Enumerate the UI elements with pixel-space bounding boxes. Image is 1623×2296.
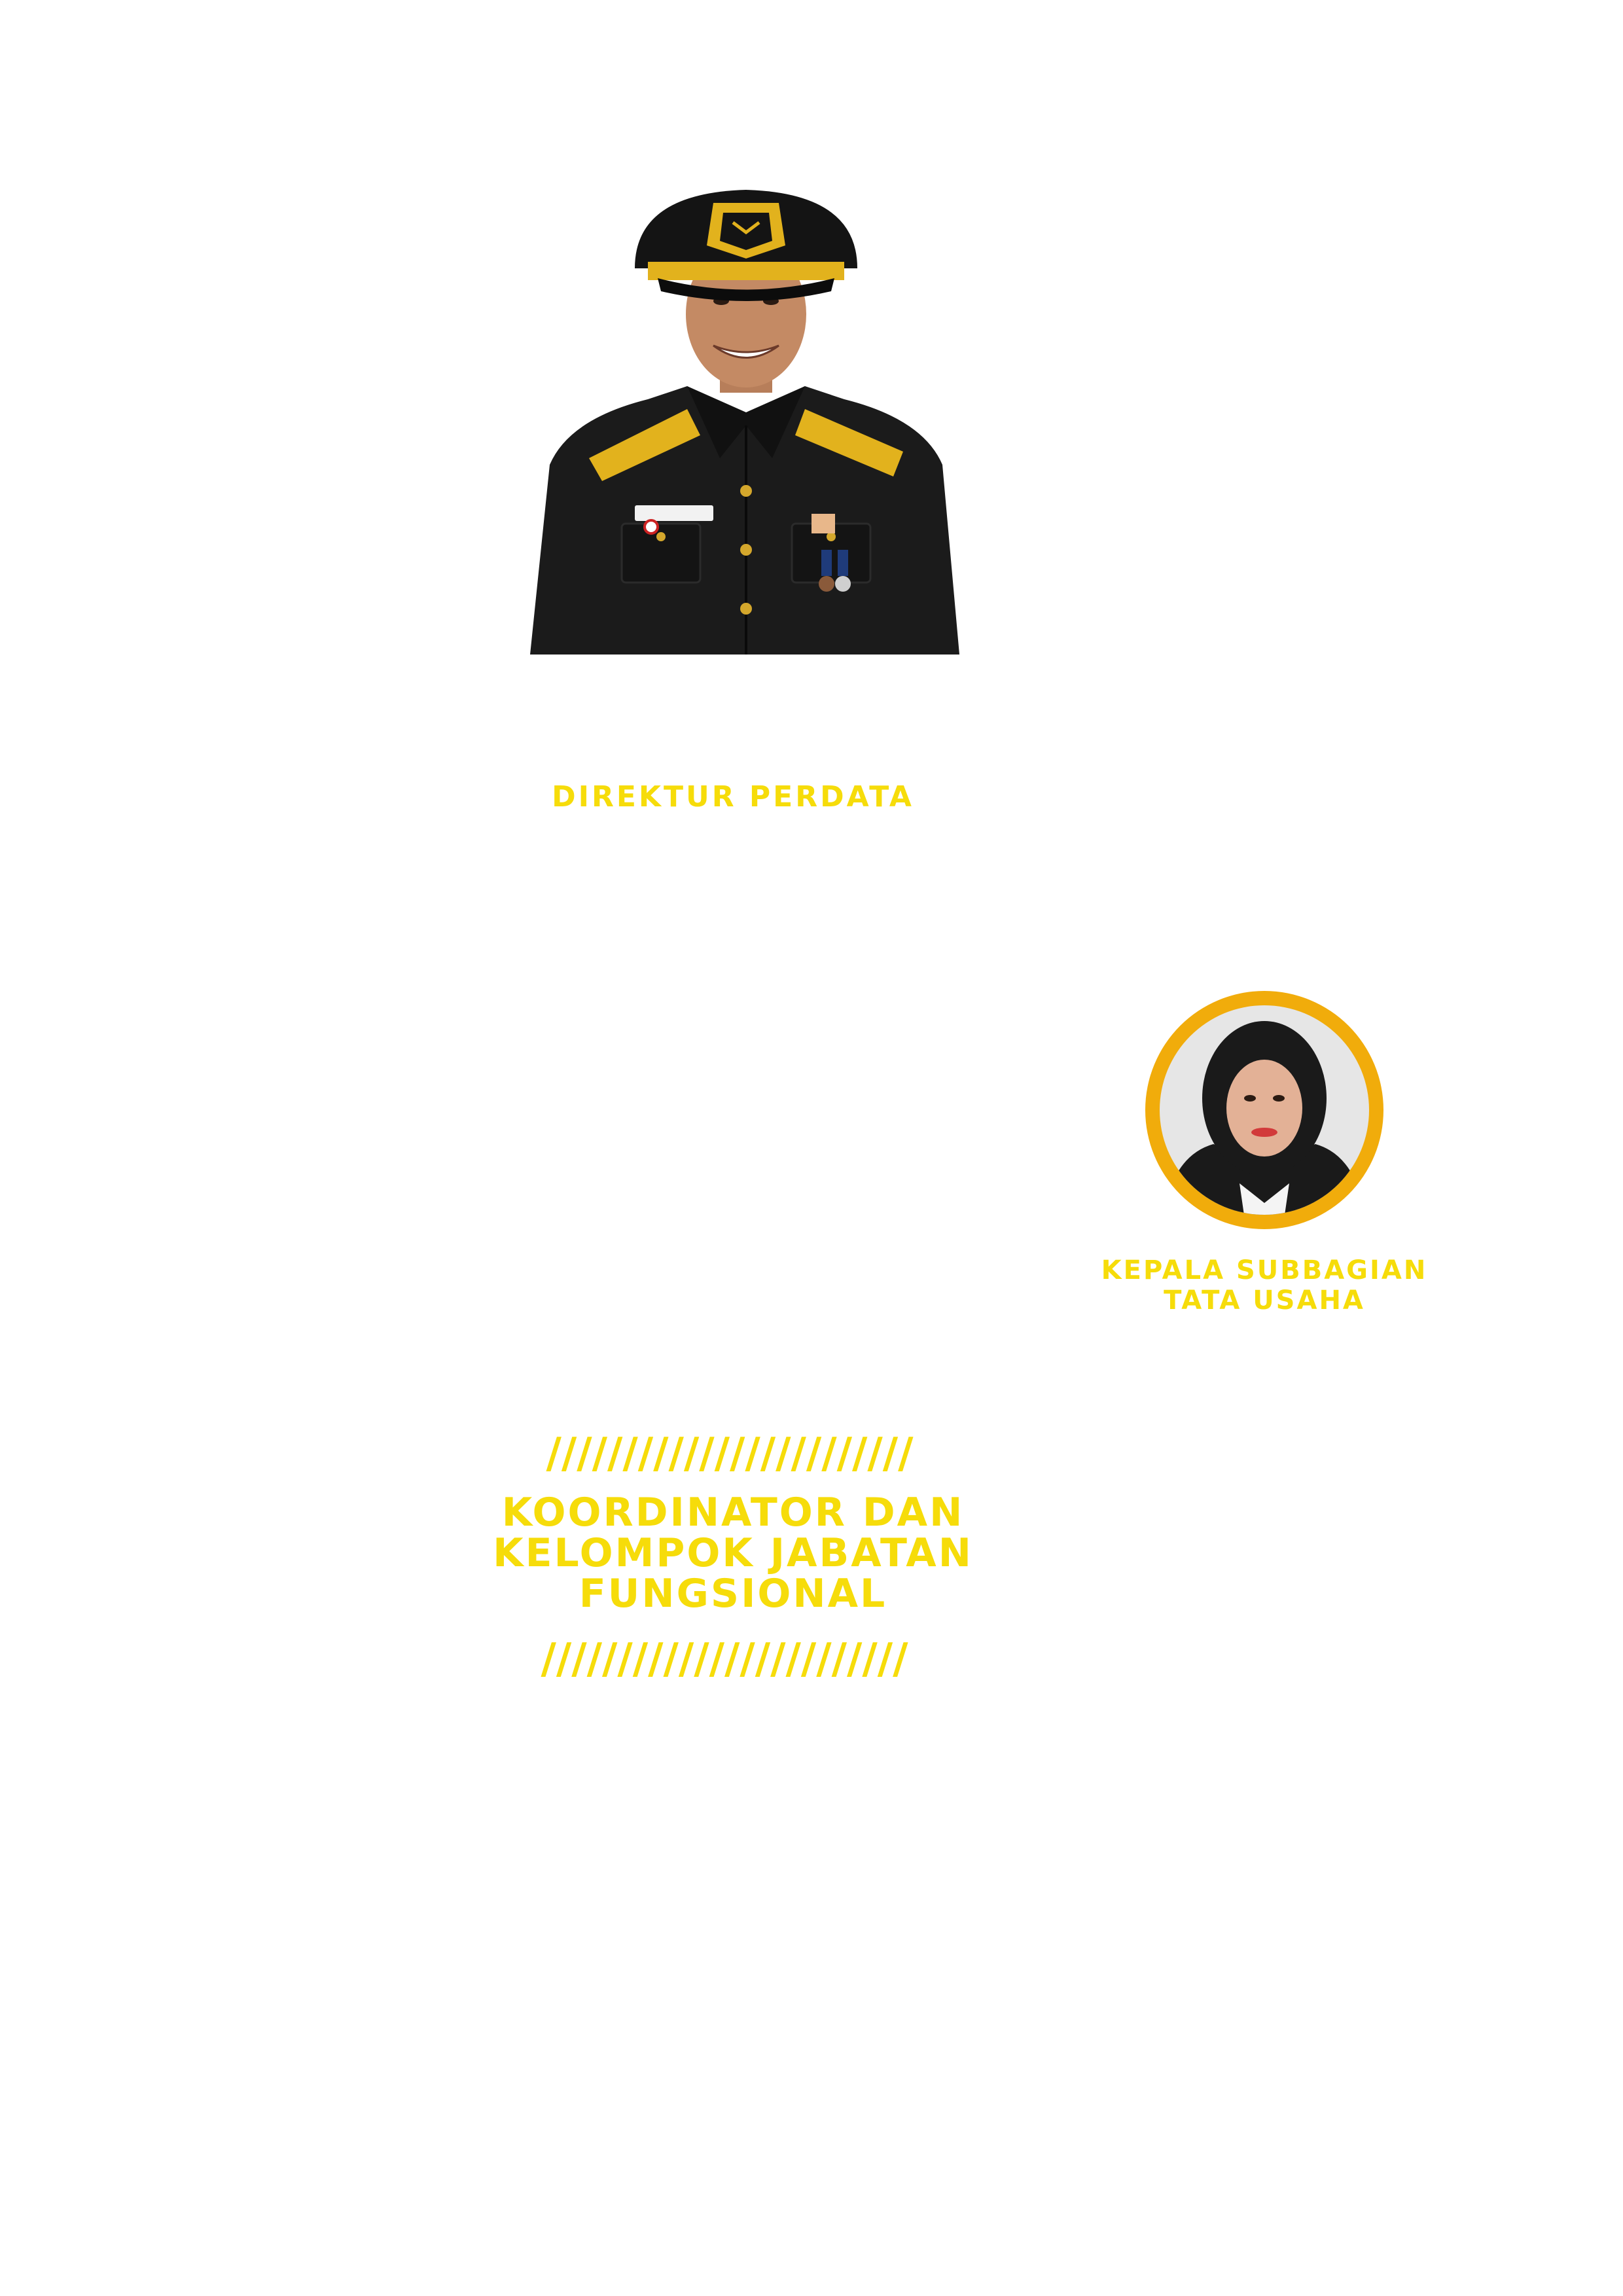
- stripe-divider-top: ////////////////////////: [546, 1435, 914, 1474]
- subbag-title-line2: TATA USAHA: [1164, 1285, 1365, 1316]
- stripe-divider-bottom: ////////////////////////: [541, 1640, 909, 1679]
- section-heading-line1: KOORDINATOR DAN: [501, 1490, 965, 1535]
- stripe-text-bottom: ////////////////////////: [541, 1640, 909, 1679]
- name-tag: [635, 505, 713, 521]
- section-heading: KOORDINATOR DAN KELOMPOK JABATAN FUNGSIO…: [406, 1492, 1060, 1614]
- director-portrait: [530, 190, 959, 655]
- section-heading-line2: KELOMPOK JABATAN: [493, 1530, 973, 1576]
- stripe-text-top: ////////////////////////: [546, 1435, 914, 1474]
- subbag-title-line1: KEPALA SUBBAGIAN: [1101, 1255, 1428, 1285]
- subbag-portrait: [1145, 991, 1383, 1229]
- director-title: DIREKTUR PERDATA: [552, 780, 914, 814]
- section-heading-line3: FUNGSIONAL: [579, 1571, 887, 1617]
- subbag-title: KEPALA SUBBAGIAN TATA USAHA: [1060, 1255, 1469, 1316]
